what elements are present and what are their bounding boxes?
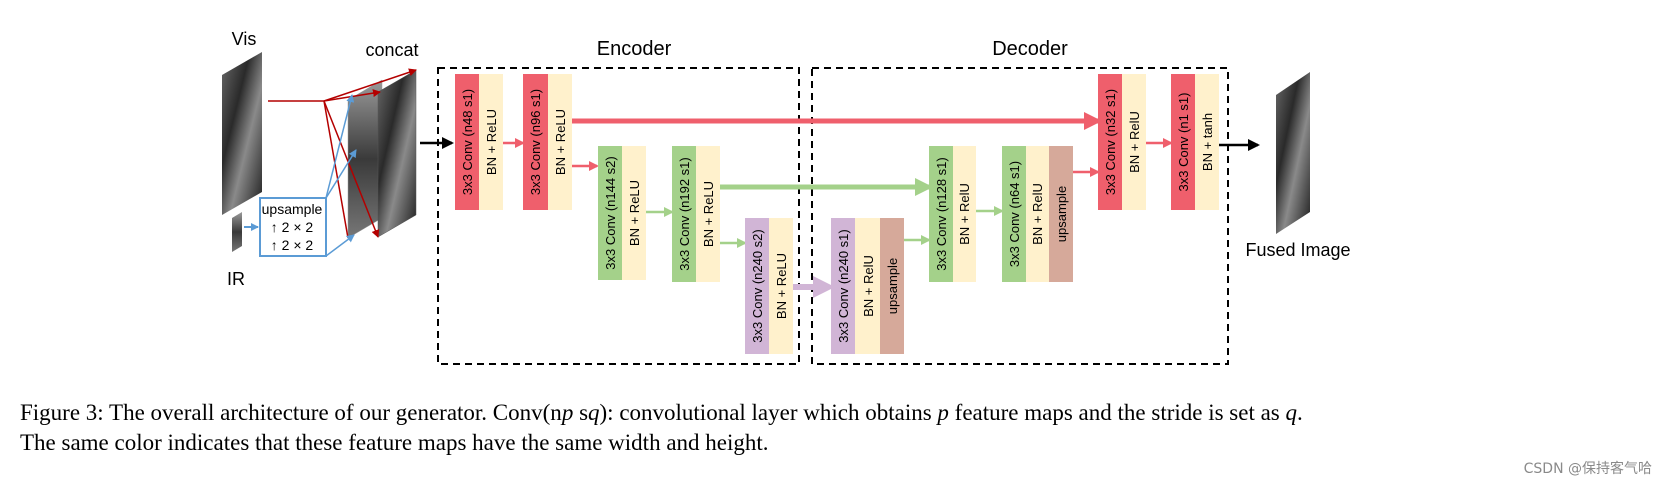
concat-image-front — [377, 69, 417, 238]
upsample-layer-label: upsample — [1054, 186, 1069, 242]
encoder-title: Encoder — [597, 38, 672, 60]
conv-layer-label: 3x3 Conv (n32 s1) — [1103, 89, 1118, 195]
bn-layer — [855, 218, 880, 354]
decoder-title: Decoder — [992, 38, 1068, 60]
bn-layer — [769, 218, 793, 354]
bn-layer — [479, 74, 503, 210]
bn-layer — [1122, 74, 1146, 210]
bn-layer-label: BN + RelU — [1030, 183, 1045, 245]
caption-var-q: q — [588, 400, 600, 425]
decoder-block-5: 3x3 Conv (n1 s1) BN + tanh — [1171, 74, 1219, 210]
vis-to-concat-lines — [268, 68, 417, 239]
bn-layer-label: BN + ReLU — [484, 109, 499, 175]
vis-image — [222, 52, 262, 215]
upsample-layer-label: upsample — [885, 258, 900, 314]
figure-caption: Figure 3: The overall architecture of ou… — [20, 398, 1660, 458]
conv-layer — [929, 146, 953, 282]
bn-layer — [1195, 74, 1219, 210]
ir-image — [232, 212, 242, 252]
conv-layer-label: 3x3 Conv (n240 s2) — [750, 229, 765, 342]
conv-layer — [598, 146, 622, 280]
concat-label: concat — [365, 40, 418, 60]
bn-layer — [548, 74, 572, 210]
caption-text: Figure 3: The overall architecture of ou… — [20, 400, 562, 425]
conv-layer — [1098, 74, 1122, 210]
caption-line-1: Figure 3: The overall architecture of ou… — [20, 398, 1660, 428]
watermark: CSDN @保持客气哈 — [1523, 461, 1652, 477]
decoder-frame — [811, 67, 1229, 365]
conv-layer-label: 3x3 Conv (n144 s2) — [603, 156, 618, 269]
upsample-to-concat-lines — [325, 94, 357, 257]
encoder-frame — [437, 67, 800, 365]
decoder-block-2: 3x3 Conv (n128 s1) BN + RelU — [929, 146, 976, 282]
conv-layer — [745, 218, 769, 354]
encoder-block-2: 3x3 Conv (n96 s1) BN + ReLU — [523, 74, 572, 210]
caption-text: ): convolutional layer which obtains — [599, 400, 938, 425]
fused-image-label: Fused Image — [1245, 240, 1350, 260]
bn-layer-label: BN + RelU — [861, 255, 876, 317]
conv-layer-label: 3x3 Conv (n192 s1) — [677, 157, 692, 270]
fused-image — [1276, 72, 1310, 234]
upsample-title: upsample — [262, 201, 323, 217]
decoder-block-1: 3x3 Conv (n240 s1) BN + RelU upsample — [831, 218, 904, 354]
encoder-block-4: 3x3 Conv (n192 s1) BN + ReLU — [672, 146, 720, 282]
conv-layer-label: 3x3 Conv (n128 s1) — [934, 157, 949, 270]
generator-architecture-diagram: Vis IR upsample ↑ 2 × 2 ↑ 2 × 2 concat E… — [222, 29, 1351, 365]
upsample-line-1: ↑ 2 × 2 — [271, 219, 314, 235]
conv-layer — [672, 146, 696, 282]
upsample-layer — [880, 218, 904, 354]
conv-layer-label: 3x3 Conv (n64 s1) — [1007, 161, 1022, 267]
bn-layer-label: BN + ReLU — [701, 181, 716, 247]
encoder-block-3: 3x3 Conv (n144 s2) BN + ReLU — [598, 146, 646, 280]
caption-var-p: p — [561, 400, 574, 425]
conv-layer-label: 3x3 Conv (n48 s1) — [460, 89, 475, 195]
bn-layer — [622, 146, 646, 280]
bn-layer-label: BN + tanh — [1200, 113, 1215, 171]
bn-layer — [1026, 146, 1049, 282]
upsample-box — [259, 197, 327, 257]
decoder-block-4: 3x3 Conv (n32 s1) BN + RelU — [1098, 74, 1146, 210]
ir-label: IR — [227, 269, 245, 289]
bn-layer-label: BN + RelU — [957, 183, 972, 245]
bn-layer — [953, 146, 976, 282]
encoder-block-1: 3x3 Conv (n48 s1) BN + ReLU — [455, 74, 503, 210]
upsample-layer — [1049, 146, 1073, 282]
conv-layer — [523, 74, 548, 210]
vis-label: Vis — [232, 29, 257, 49]
caption-text: s — [573, 400, 589, 425]
caption-var-q: q — [1285, 400, 1298, 425]
conv-layer-label: 3x3 Conv (n96 s1) — [528, 89, 543, 195]
bn-layer-label: BN + ReLU — [774, 253, 789, 319]
bn-layer-label: BN + RelU — [1127, 111, 1142, 173]
concat-image-back — [347, 79, 383, 239]
bn-layer-label: BN + ReLU — [553, 109, 568, 175]
decoder-block-3: 3x3 Conv (n64 s1) BN + RelU upsample — [1002, 146, 1073, 282]
conv-layer-label: 3x3 Conv (n240 s1) — [836, 229, 851, 342]
bn-layer-label: BN + ReLU — [627, 180, 642, 246]
caption-line-2: The same color indicates that these feat… — [20, 430, 769, 455]
caption-var-p: p — [937, 400, 949, 425]
caption-text: feature maps and the stride is set as — [948, 400, 1286, 425]
conv-layer — [455, 74, 479, 210]
conv-layer — [831, 218, 855, 354]
conv-layer-label: 3x3 Conv (n1 s1) — [1176, 93, 1191, 192]
conv-layer — [1002, 146, 1026, 282]
caption-text: . — [1297, 400, 1303, 425]
bn-layer — [696, 146, 720, 282]
encoder-block-5: 3x3 Conv (n240 s2) BN + ReLU — [745, 218, 793, 354]
upsample-line-2: ↑ 2 × 2 — [271, 237, 314, 253]
conv-layer — [1171, 74, 1195, 210]
